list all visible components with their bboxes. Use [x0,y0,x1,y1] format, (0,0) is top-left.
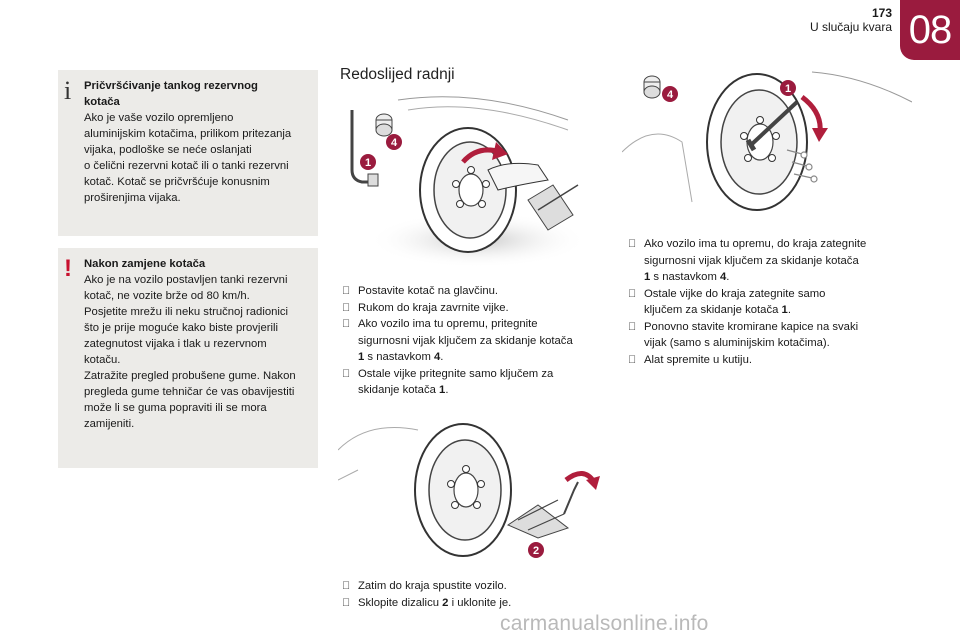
callout-4: 4 [391,137,398,149]
callout-1-circle: 1 [360,154,376,170]
callout-4-circle: 4 [386,134,402,150]
callout-4-circle: 4 [662,86,678,102]
warning-box: ! Nakon zamjene kotača Ako je na vozilo … [58,248,318,468]
steps-list-tighten: Ako vozilo ima tu opremu, do kraja zateg… [626,236,906,368]
list-item: Ostale vijke pritegnite samo ključem za … [342,366,554,397]
list-item: Rukom do kraja zavrnite vijke. [342,300,509,316]
info-box-title: Pričvršćivanje tankog rezervnog kotača [84,80,258,108]
callout-2-circle: 2 [528,542,544,558]
illustration-tighten-bolts: 4 1 [622,71,912,211]
callout-4: 4 [667,89,674,101]
chapter-title: U slučaju kvara [809,20,892,34]
callout-2: 2 [533,545,539,557]
steps-list-fit: Postavite kotač na glavčinu. Rukom do kr… [340,283,612,399]
callout-1-circle: 1 [780,80,796,96]
list-item: Postavite kotač na glavčinu. [342,283,499,299]
info-box-text: Ako je vaše vozilo opremljeno aluminijsk… [84,112,292,204]
list-item: Ako vozilo ima tu opremu, pritegnite sig… [342,316,573,363]
chapter-number: 08 [908,7,952,52]
list-item: Alat spremite u kutiju. [628,352,752,368]
section-title: Redoslijed radnji [340,66,455,83]
illustration-fit-wheel: 4 1 [350,96,588,268]
page-number: 173 [871,6,892,20]
callout-1: 1 [785,83,791,95]
list-item: Sklopite dizalicu 2 i uklonite je. [342,595,512,611]
list-item: Ostale vijke do kraja zategnite samo klj… [628,286,826,317]
warning-box-text: Ako je na vozilo postavljen tanki rezerv… [84,274,296,430]
info-box: i Pričvršćivanje tankog rezervnog kotača… [58,70,318,236]
illustration-lower-jack: 2 [338,423,600,558]
steps-list-lower: Zatim do kraja spustite vozilo. Sklopite… [340,578,612,611]
list-item: Ako vozilo ima tu opremu, do kraja zateg… [628,236,867,283]
info-icon: i [64,76,72,105]
callout-1: 1 [365,157,371,169]
watermark: carmanualsonline.info [500,612,709,635]
warning-icon: ! [64,255,72,282]
list-item: Zatim do kraja spustite vozilo. [342,578,507,594]
list-item: Ponovno stavite kromirane kapice na svak… [628,319,859,350]
warning-box-title: Nakon zamjene kotača [84,258,206,270]
chapter-tab: 08 [900,0,960,60]
